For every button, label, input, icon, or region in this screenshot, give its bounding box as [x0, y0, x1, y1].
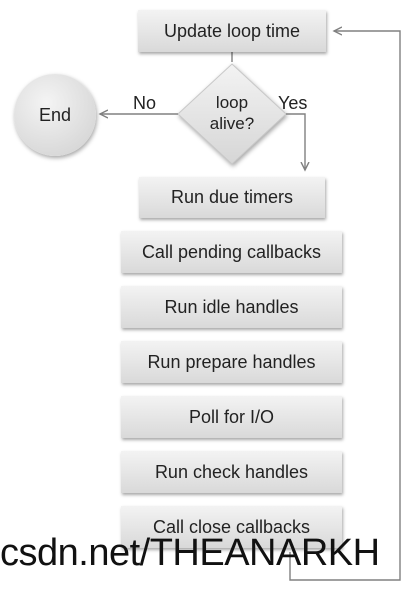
- edge-yes-to-timers: [286, 113, 305, 170]
- node-loop-alive: loop alive?: [209, 93, 255, 133]
- loop-alive-diamond: [177, 63, 287, 165]
- watermark-text: csdn.net/THEANARKH: [0, 532, 380, 574]
- node-poll-for-io: Poll for I/O: [121, 396, 342, 438]
- edge-label-yes: Yes: [278, 93, 308, 113]
- edge-label-no: No: [133, 93, 157, 113]
- node-run-idle-handles: Run idle handles: [121, 286, 342, 328]
- edge-loop-back: [289, 31, 401, 581]
- node-run-due-timers: Run due timers: [139, 177, 325, 218]
- node-run-check-handles: Run check handles: [121, 451, 342, 493]
- node-run-prepare-handles: Run prepare handles: [121, 341, 342, 383]
- node-call-pending-callbacks: Call pending callbacks: [121, 231, 342, 273]
- node-end: End: [14, 74, 96, 156]
- node-call-close-callbacks: Call close callbacks: [121, 506, 342, 548]
- node-update-loop-time: Update loop time: [138, 10, 326, 52]
